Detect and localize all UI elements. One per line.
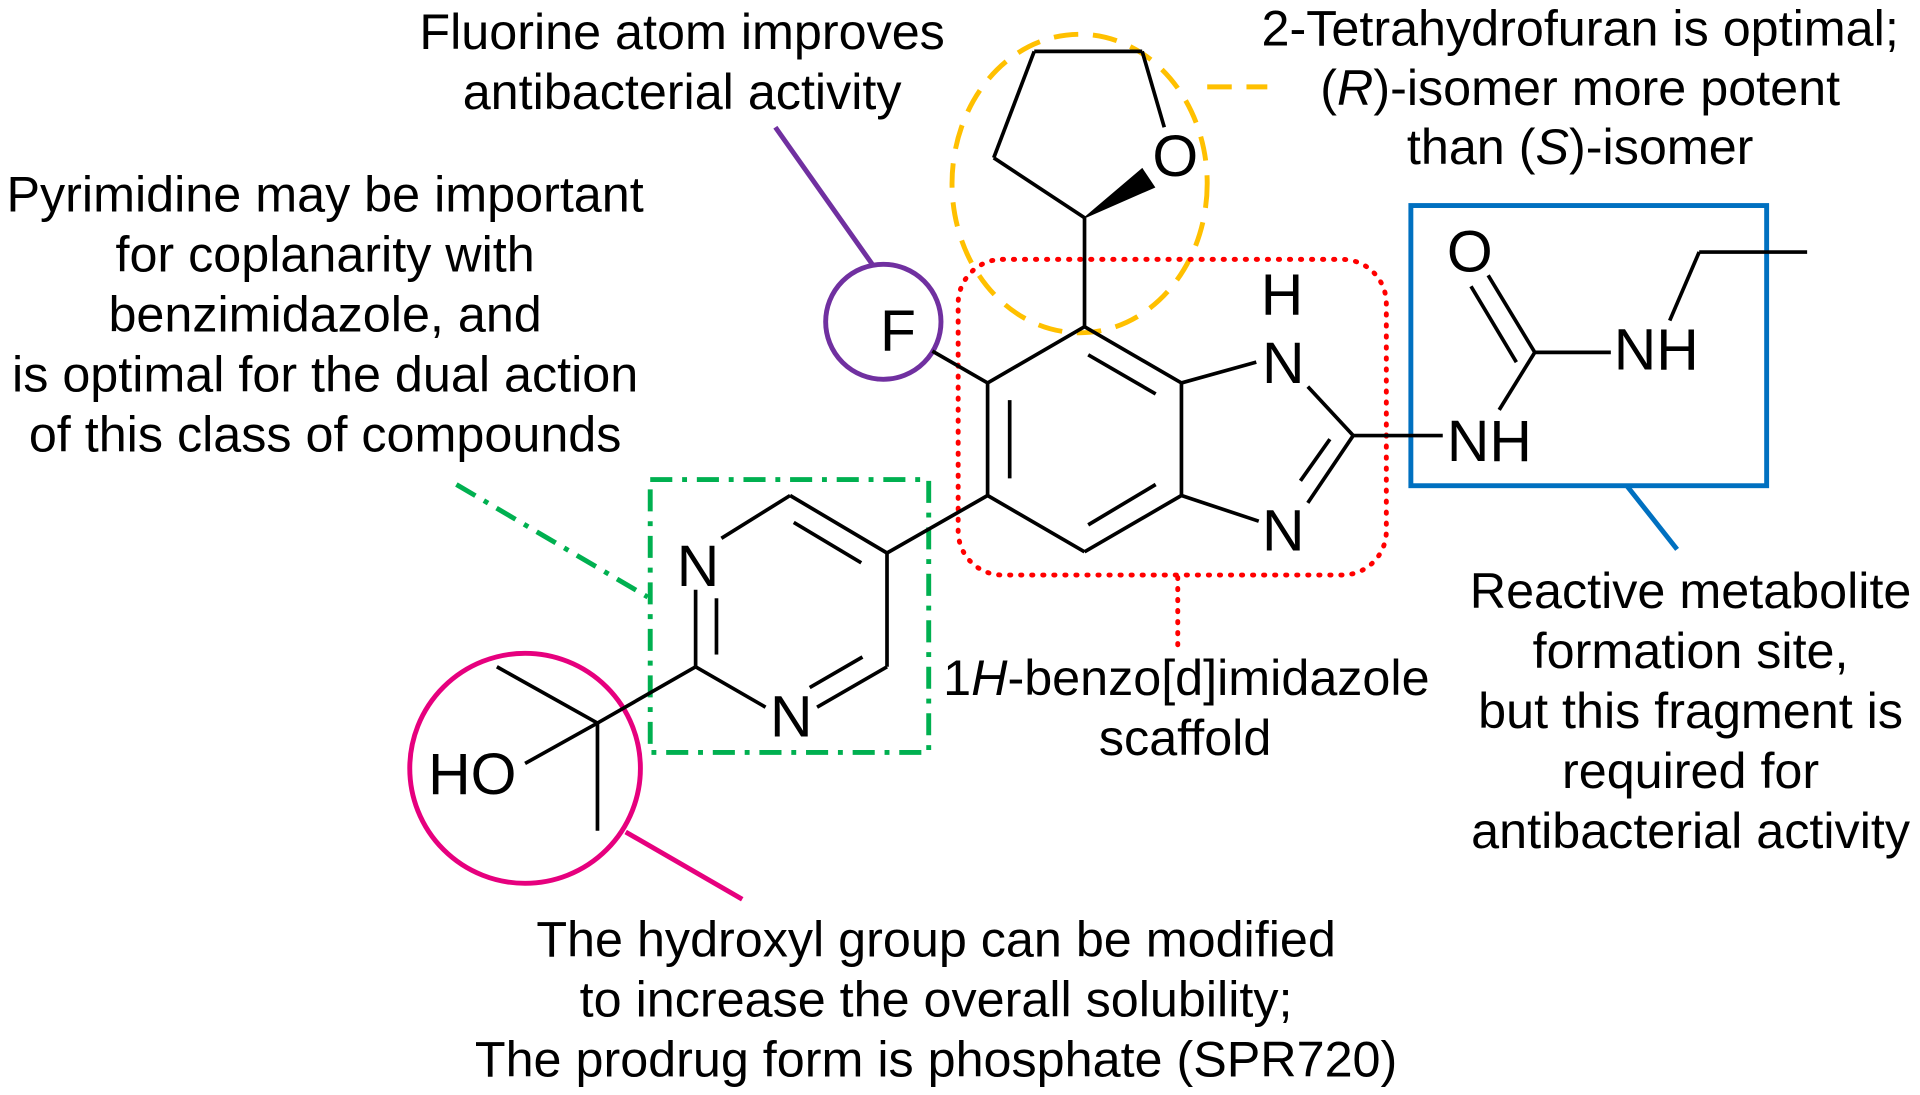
tetrahydrofuran-note-line-3: than (S)-isomer: [1407, 119, 1754, 175]
bond-cq-methyl-1: [495, 665, 599, 725]
bond-ethyl-n-ch2: [1668, 251, 1701, 322]
tetrahydrofuran-note-line-2: (R)-isomer more potent: [1320, 60, 1840, 116]
scaffold-note-line-1: 1H-benzo[d]imidazole: [943, 650, 1429, 706]
tetrahydrofuran-note: 2-Tetrahydrofuran is optimal; (R)-isomer…: [1262, 0, 1899, 175]
tetrahydrofuran-note-line-1: 2-Tetrahydrofuran is optimal;: [1262, 0, 1899, 56]
atom-imidazole-n3: N: [1262, 499, 1305, 564]
bond-cq-oh: [524, 721, 599, 766]
fluorine-note-line-2: antibacterial activity: [463, 64, 903, 120]
atom-carbonyl-oxygen: O: [1447, 220, 1493, 285]
atom-ethyl-nh: NH: [1614, 318, 1699, 383]
bond-c7-c7a: [1083, 325, 1183, 385]
scaffold-note-line-2: scaffold: [1099, 710, 1271, 766]
atom-fluorine: F: [880, 299, 916, 364]
bond-pyr-n3-c2: [694, 665, 767, 709]
bond-carbonyl-o: [1486, 274, 1537, 354]
pyrimidine-note-line-1: Pyrimidine may be important: [7, 167, 644, 223]
atom-pyrimidine-n3: N: [770, 685, 813, 750]
pyrimidine-note-line-3: benzimidazole, and: [108, 287, 541, 343]
bond-c6-f: [931, 349, 989, 385]
bond-pyr-c2-cq: [596, 665, 697, 725]
scaffold-highlight-box: [955, 256, 1389, 578]
pyrimidine-highlight-box: [647, 477, 932, 755]
bond-c6-c7: [986, 325, 1086, 385]
atom-imidazole-n1: N: [1262, 331, 1305, 396]
bond-urea-n-carbonyl: [1497, 351, 1537, 411]
wedge-bond-thf-c2-o: [1084, 167, 1156, 219]
atom-imidazole-h: H: [1261, 263, 1304, 328]
bond-n3-c3a: [1180, 493, 1260, 523]
bond-pyr-c6-c5: [789, 493, 888, 555]
fluorine-note: Fluorine atom improves antibacterial act…: [419, 4, 944, 120]
hydroxyl-highlight-circle: [407, 650, 643, 886]
scaffold-note: 1H-benzo[d]imidazole scaffold: [943, 650, 1429, 766]
text-segment: )-isomer more potent: [1373, 60, 1840, 116]
hydroxyl-note: The hydroxyl group can be modified to in…: [475, 912, 1397, 1088]
atom-pyrimidine-n1: N: [677, 534, 720, 599]
bond-c7-c7a-double: [1087, 353, 1157, 396]
text-segment: 1: [943, 650, 971, 706]
bond-n1-c2: [1306, 385, 1355, 437]
bond-thf-c2-c3: [992, 156, 1086, 220]
pyrimidine-note-line-4: is optimal for the dual action: [12, 347, 638, 403]
isomer-italic-letter: S: [1535, 119, 1569, 175]
pyrimidine-note-line-2: for coplanarity with: [115, 227, 534, 283]
atom-hydroxyl: HO: [428, 742, 516, 807]
text-segment: (: [1320, 60, 1337, 116]
hydroxyl-note-line-1: The hydroxyl group can be modified: [536, 912, 1335, 968]
urea-note-line-5: antibacterial activity: [1471, 803, 1911, 859]
italic-letter: H: [971, 650, 1008, 706]
bond-carbonyl-o-double: [1469, 285, 1518, 364]
bond-pyr-c6-c5-double: [792, 520, 863, 565]
fluorine-leader-line: [773, 125, 875, 266]
bond-c3a-c4: [1083, 493, 1183, 554]
urea-leader-line: [1624, 484, 1680, 551]
text-segment: -benzo[d]imidazole: [1007, 650, 1429, 706]
isomer-italic-letter: R: [1337, 60, 1373, 116]
pyrimidine-note-line-5: of this class of compounds: [29, 407, 622, 463]
bond-c2-n3: [1306, 434, 1355, 504]
bond-pyr-c4-n3: [816, 665, 888, 709]
bond-c4-c5: [986, 493, 1086, 554]
bond-c7a-n1: [1180, 360, 1257, 385]
urea-note-line-2: formation site,: [1533, 623, 1849, 679]
fluorine-note-line-1: Fluorine atom improves: [419, 4, 944, 60]
fluorine-highlight-circle: [823, 261, 944, 382]
bond-thf-c3-c4: [992, 50, 1036, 159]
bond-pyr-n1-c6: [720, 493, 792, 540]
bond-c5-pyrimidine: [886, 493, 989, 555]
pyrimidine-leader-line: [455, 482, 650, 600]
bond-thf-c5-o: [1140, 50, 1167, 128]
molecule-structure: [495, 49, 1808, 831]
hydroxyl-note-line-2: to increase the overall solubility;: [580, 972, 1293, 1028]
text-segment: than (: [1407, 119, 1536, 175]
text-segment: )-isomer: [1569, 119, 1753, 175]
urea-note-line-3: but this fragment is: [1478, 683, 1903, 739]
atom-thf-oxygen: O: [1152, 124, 1198, 189]
urea-highlight-box: [1408, 203, 1770, 489]
atom-labels: F O H N N NH O NH N N HO: [428, 124, 1699, 807]
atom-urea-nh: NH: [1447, 409, 1532, 474]
urea-note-line-1: Reactive metabolite: [1470, 563, 1912, 619]
hydroxyl-note-line-3: The prodrug form is phosphate (SPR720): [475, 1032, 1397, 1088]
urea-note-line-4: required for: [1562, 743, 1819, 799]
bond-c2-n3-double: [1298, 438, 1332, 482]
bond-pyr-c4-n3-double: [808, 655, 864, 690]
urea-note: Reactive metabolite formation site, but …: [1470, 563, 1912, 859]
tetrahydrofuran-highlight-ellipse: [949, 31, 1210, 336]
bond-c3a-c4-double: [1087, 482, 1157, 527]
hydroxyl-leader-line: [624, 829, 744, 902]
annotation-shapes: [407, 31, 1770, 902]
pyrimidine-note: Pyrimidine may be important for coplanar…: [7, 167, 644, 463]
